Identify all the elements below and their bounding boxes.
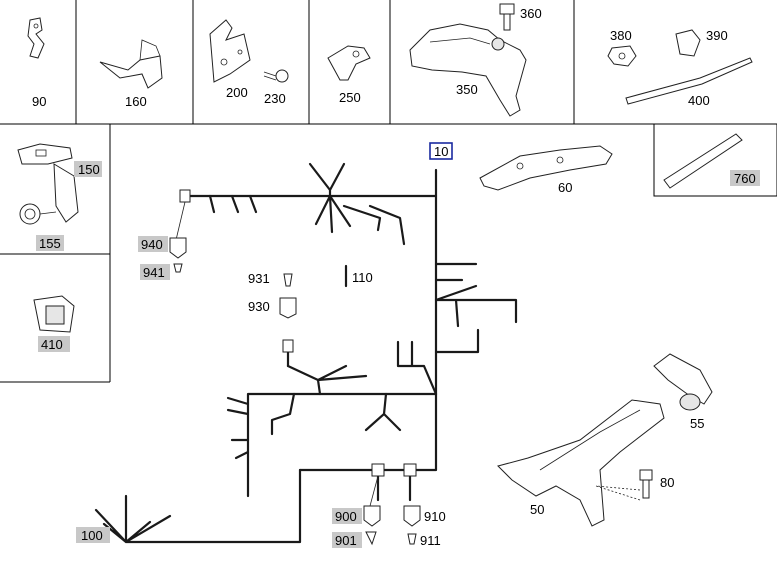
part-250-clip[interactable] — [327, 45, 371, 81]
part-230-screw[interactable] — [263, 69, 289, 83]
part-50-channel[interactable] — [497, 399, 665, 527]
label-941: 941 — [143, 265, 165, 280]
part-390-clip[interactable] — [675, 29, 701, 57]
label-150: 150 — [78, 162, 100, 177]
part-60-harness-carrier[interactable] — [479, 145, 613, 191]
label-350: 350 — [456, 82, 478, 97]
part-400-cable-tie[interactable] — [625, 57, 753, 105]
label-230: 230 — [264, 91, 286, 106]
label-400: 400 — [688, 93, 710, 108]
part-10-wiring-harness[interactable] — [94, 162, 518, 544]
part-911-terminal[interactable] — [407, 533, 417, 545]
label-410: 410 — [41, 337, 63, 352]
label-10: 10 — [434, 144, 448, 159]
label-100-bg — [76, 527, 110, 543]
label-940: 940 — [141, 237, 163, 252]
part-910-connector[interactable] — [403, 463, 421, 527]
label-80: 80 — [660, 475, 674, 490]
label-931: 931 — [248, 271, 270, 286]
label-55: 55 — [690, 416, 704, 431]
label-60: 60 — [558, 180, 572, 195]
label-90: 90 — [32, 94, 46, 109]
label-380: 380 — [610, 28, 632, 43]
label-910: 910 — [424, 509, 446, 524]
parts-grid-frame — [0, 0, 777, 383]
part-410-connector[interactable] — [33, 295, 75, 333]
label-160: 160 — [125, 94, 147, 109]
part-350-mount[interactable] — [409, 23, 527, 117]
part-940-connector[interactable] — [169, 189, 191, 259]
part-90-bracket[interactable] — [27, 17, 45, 59]
label-901: 901 — [335, 533, 357, 548]
part-941-terminal[interactable] — [173, 263, 183, 273]
part-931-terminal[interactable] — [283, 273, 293, 287]
part-760-rail[interactable] — [663, 133, 743, 189]
label-911: 911 — [420, 533, 441, 548]
part-55-duct[interactable] — [653, 353, 713, 411]
part-200-bracket[interactable] — [209, 19, 251, 83]
label-760: 760 — [734, 171, 756, 186]
label-100: 100 — [81, 528, 103, 543]
label-900-bg — [332, 508, 362, 524]
label-110: 110 — [352, 270, 373, 285]
label-390: 390 — [706, 28, 728, 43]
label-250: 250 — [339, 90, 361, 105]
label-155: 155 — [39, 236, 61, 251]
label-410-bg — [38, 336, 70, 352]
label-360: 360 — [520, 6, 542, 21]
label-901-bg — [332, 532, 362, 548]
label-200: 200 — [226, 85, 248, 100]
part-155-grommet[interactable] — [19, 203, 57, 225]
label-150-bg — [74, 161, 102, 177]
label-10-callout — [429, 142, 453, 160]
label-760-bg — [730, 170, 760, 186]
label-155-bg — [36, 235, 64, 251]
label-50: 50 — [530, 502, 544, 517]
part-150-bracket[interactable] — [17, 143, 79, 223]
part-160-bracket[interactable] — [99, 39, 163, 89]
part-901-terminal[interactable] — [365, 531, 377, 546]
label-930: 930 — [248, 299, 270, 314]
part-360-bolt[interactable] — [499, 3, 515, 31]
part-900-connector[interactable] — [363, 463, 385, 527]
label-940-bg — [138, 236, 168, 252]
part-380-nut[interactable] — [607, 45, 637, 67]
label-941-bg — [140, 264, 170, 280]
part-930-connector[interactable] — [279, 297, 297, 353]
part-80-bolt[interactable] — [595, 469, 653, 501]
label-900: 900 — [335, 509, 357, 524]
